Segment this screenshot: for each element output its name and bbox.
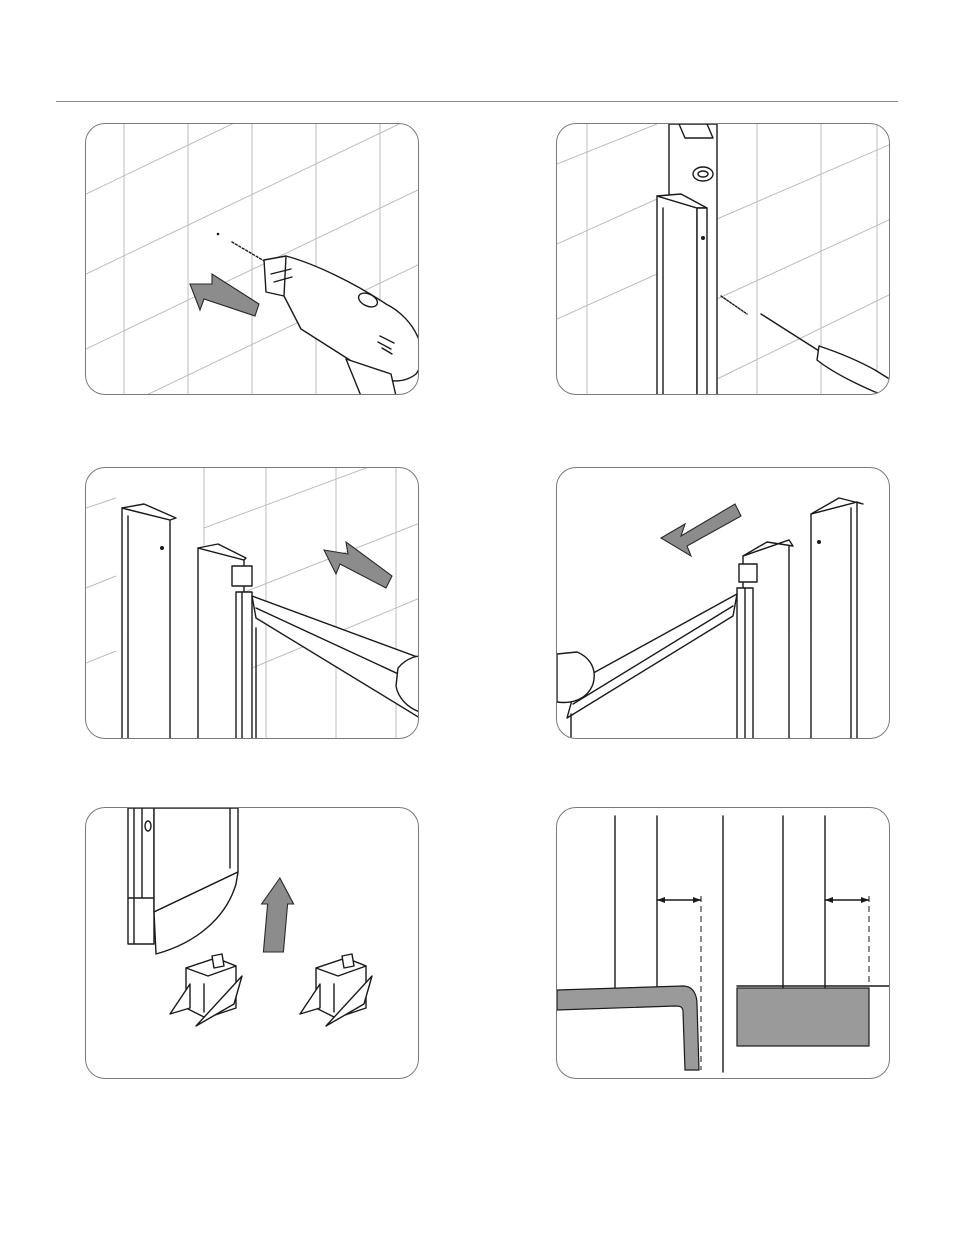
profile-section-right (737, 816, 890, 1046)
panel-insert-door-right (85, 467, 419, 739)
fit-bottom-guides-illustration (86, 808, 419, 1079)
drill-hole-mark (217, 233, 220, 236)
wall-profile-icon (657, 194, 707, 395)
panel-fit-bottom-guides (85, 807, 419, 1079)
bottom-guide-icon (300, 954, 372, 1026)
insert-door-left-illustration (557, 468, 890, 739)
screw-icon (232, 242, 266, 262)
push-arrow-icon (661, 504, 741, 556)
up-arrow-icon (257, 878, 295, 952)
drill-wall-illustration (86, 124, 419, 395)
screw-profile-illustration (557, 124, 890, 395)
panel-insert-door-left (556, 467, 890, 739)
drill-icon (264, 256, 419, 395)
insert-door-right-illustration (86, 468, 419, 739)
profile-bottom-icon (128, 808, 238, 954)
wall-profile-icon (811, 498, 863, 739)
header-divider (56, 101, 898, 102)
panel-drill-wall (85, 123, 419, 395)
panel-alignment-detail (556, 807, 890, 1079)
alignment-detail-illustration (557, 808, 890, 1079)
door-frame-icon (567, 540, 793, 739)
shower-tray-edge (557, 986, 699, 1070)
profile-section-left (557, 816, 701, 1070)
screw-icon (721, 296, 747, 314)
wall-profile-icon (122, 504, 176, 739)
panel-screw-profile (556, 123, 890, 395)
push-arrow-icon (190, 274, 259, 316)
dimension-arrow-icon (825, 897, 833, 903)
tray-block (737, 988, 869, 1046)
dimension-arrow-icon (657, 897, 665, 903)
bottom-guide-icon (170, 954, 242, 1026)
push-arrow-icon (324, 542, 392, 588)
